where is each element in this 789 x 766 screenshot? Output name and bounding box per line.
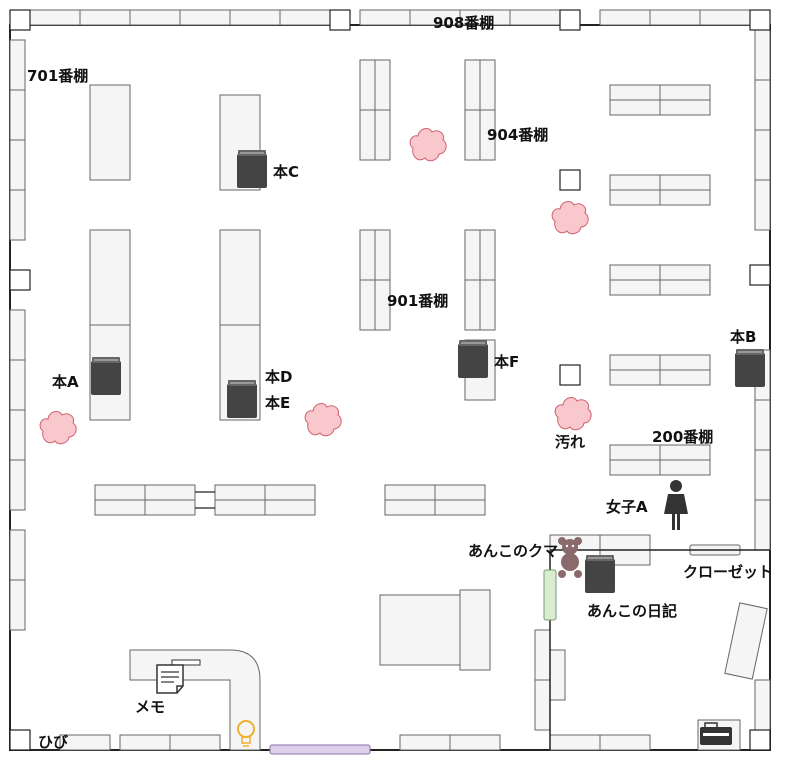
teddy-bear-icon[interactable] — [558, 537, 582, 578]
stain-icon-1 — [39, 411, 77, 445]
light-bulb-icon[interactable] — [237, 720, 255, 747]
purple-door[interactable] — [269, 744, 371, 755]
label-book-b: 本B — [730, 328, 757, 346]
label-crack: ひび — [38, 733, 69, 751]
connectors — [195, 491, 215, 509]
label-shelf-904: 904番棚 — [487, 126, 549, 144]
label-book-f: 本F — [494, 353, 520, 371]
label-diary: あんこの日記 — [587, 602, 678, 620]
safe-icon[interactable] — [700, 722, 732, 745]
pillars — [9, 9, 771, 751]
label-book-e: 本E — [265, 394, 291, 412]
person-icon[interactable] — [664, 480, 688, 530]
book-icon-de[interactable] — [226, 379, 258, 419]
label-shelf-200: 200番棚 — [652, 428, 714, 446]
room-partition — [549, 549, 770, 750]
label-memo: メモ — [135, 698, 166, 716]
label-bear: あんこのクマ — [468, 542, 559, 560]
memo-icon[interactable] — [156, 659, 201, 694]
label-closet: クローゼット — [683, 563, 774, 581]
label-shelf-901: 901番棚 — [387, 292, 449, 310]
label-book-d: 本D — [265, 368, 293, 386]
label-book-c: 本C — [273, 163, 300, 181]
stain-icon-3 — [409, 128, 447, 162]
label-shelf-908: 908番棚 — [433, 14, 495, 32]
diary-book-icon[interactable] — [584, 554, 616, 594]
wall-shelves — [9, 9, 771, 751]
stain-icon-4 — [551, 201, 589, 235]
green-door[interactable] — [543, 569, 557, 621]
stain-icon-2 — [304, 403, 342, 437]
stain-icon-5 — [554, 397, 592, 431]
book-icon-f[interactable] — [457, 339, 489, 379]
book-icon-c[interactable] — [236, 149, 268, 189]
book-icon-b[interactable] — [734, 348, 766, 388]
label-stain: 汚れ — [555, 433, 586, 451]
label-book-a: 本A — [52, 373, 79, 391]
book-icon-a[interactable] — [90, 356, 122, 396]
label-shelf-701: 701番棚 — [27, 67, 89, 85]
label-girl-a: 女子A — [606, 498, 648, 516]
interior-shelves — [89, 59, 768, 751]
